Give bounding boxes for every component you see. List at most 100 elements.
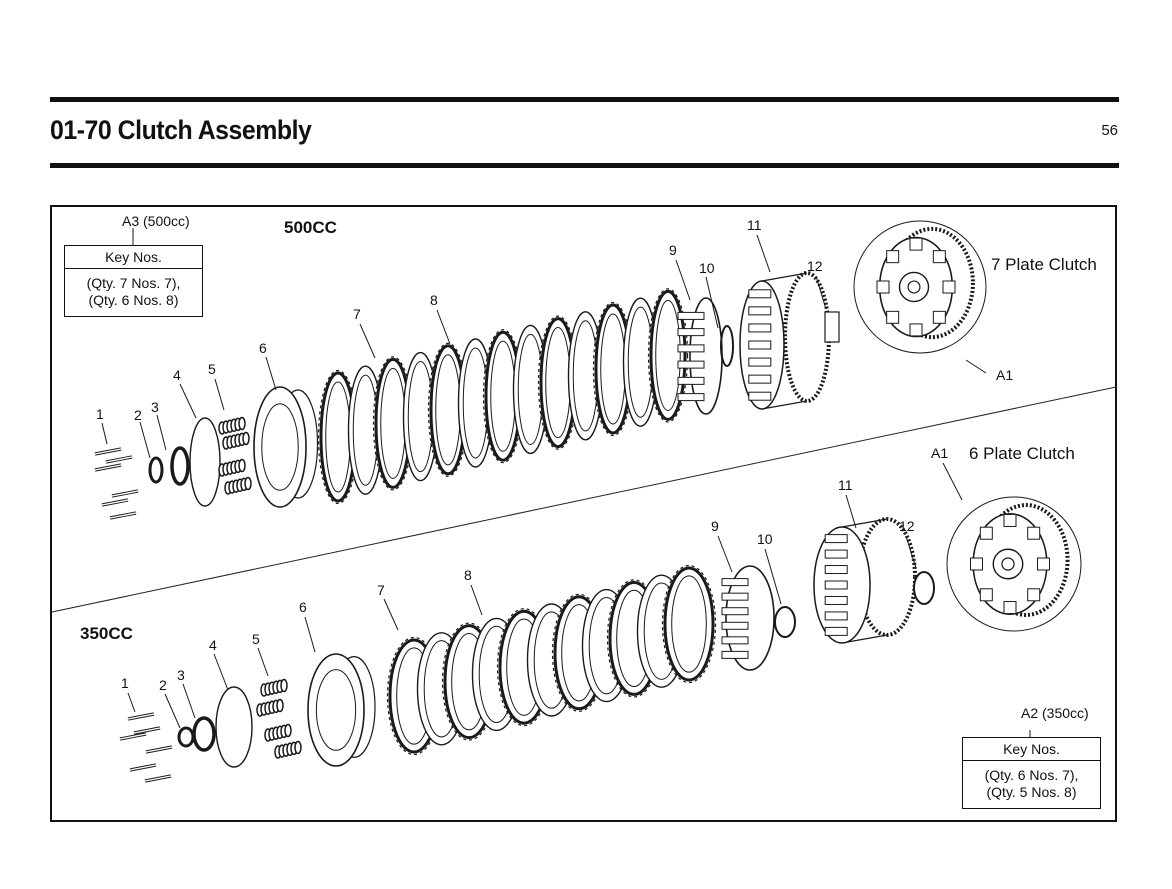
callout-10-bottom: 10 bbox=[757, 531, 773, 547]
clutch-plate-top bbox=[647, 288, 689, 423]
section-label-500cc: 500CC bbox=[284, 218, 337, 237]
callout-11-top: 11 bbox=[747, 217, 762, 233]
callout-4-top: 4 bbox=[173, 367, 181, 383]
page-number: 56 bbox=[1101, 122, 1118, 139]
callout-2-bottom: 2 bbox=[159, 677, 167, 693]
callout-leader bbox=[845, 494, 857, 529]
pressure-plate-top bbox=[253, 386, 319, 508]
callout-leader bbox=[127, 692, 136, 713]
callout-a1-bottom: A1 bbox=[931, 445, 949, 461]
pressure-plate-bot bbox=[307, 653, 376, 767]
section-divider-line bbox=[51, 386, 1117, 613]
callout-leader bbox=[717, 535, 733, 573]
washer-top bbox=[148, 456, 164, 484]
spring-top-4 bbox=[224, 476, 252, 495]
callout-leader bbox=[470, 584, 483, 616]
thrust-washer-bot bbox=[774, 606, 796, 638]
callout-leader bbox=[304, 616, 316, 653]
bush-bot bbox=[913, 571, 935, 605]
key-box-a2-header: Key Nos. bbox=[963, 738, 1100, 761]
callout-leaders bbox=[101, 228, 1031, 737]
callout-leader bbox=[179, 383, 197, 419]
callout-leader bbox=[156, 414, 167, 451]
page-title: 01-70 Clutch Assembly bbox=[50, 115, 312, 145]
callout-3-bottom: 3 bbox=[177, 667, 185, 683]
thrust-washer-top bbox=[720, 325, 734, 367]
label-7-plate-clutch: 7 Plate Clutch bbox=[991, 255, 1097, 274]
key-box-a2-line2: (Qty. 5 Nos. 8) bbox=[986, 784, 1077, 800]
section-label-350cc: 350CC bbox=[80, 624, 133, 643]
callout-8-top: 8 bbox=[430, 292, 438, 308]
lifter-plate-bot bbox=[215, 686, 253, 768]
lifter-plate-top bbox=[189, 417, 221, 507]
key-a2-ref: A2 (350cc) bbox=[1021, 705, 1089, 721]
key-box-a3: Key Nos. (Qty. 7 Nos. 7), (Qty. 6 Nos. 8… bbox=[64, 245, 203, 317]
bottom-exploded-parts bbox=[119, 496, 1082, 783]
callout-6-bottom: 6 bbox=[299, 599, 307, 615]
callout-10-top: 10 bbox=[699, 260, 715, 276]
callout-8-bottom: 8 bbox=[464, 567, 472, 583]
callout-leader bbox=[815, 275, 827, 310]
callout-3-top: 3 bbox=[151, 399, 159, 415]
clutch-basket-top bbox=[739, 271, 831, 410]
callout-1-top: 1 bbox=[96, 406, 104, 422]
spring-top-3 bbox=[218, 458, 246, 477]
callout-12-bottom: 12 bbox=[899, 518, 915, 534]
bearing-bot bbox=[192, 716, 216, 752]
callout-leader bbox=[942, 462, 963, 501]
spring-bot-1 bbox=[260, 678, 288, 697]
clutch-hub-top bbox=[677, 297, 723, 415]
callout-4-bottom: 4 bbox=[209, 637, 217, 653]
callout-leader bbox=[164, 693, 181, 729]
key-box-a2-line1: (Qty. 6 Nos. 7), bbox=[984, 767, 1079, 783]
clutch-basket-bot bbox=[813, 517, 917, 644]
callout-leader bbox=[436, 309, 451, 345]
callout-leader bbox=[101, 422, 108, 445]
callout-7-top: 7 bbox=[353, 306, 361, 322]
key-box-a3-line1: (Qty. 7 Nos. 7), bbox=[86, 275, 181, 291]
callout-leader bbox=[905, 535, 917, 569]
clutch-plate-top bbox=[537, 315, 579, 450]
callout-12-top: 12 bbox=[807, 258, 823, 274]
key-box-a3-header: Key Nos. bbox=[65, 246, 202, 269]
callout-leader bbox=[214, 378, 225, 411]
callout-a1-top: A1 bbox=[996, 367, 1014, 383]
spring-bot-2 bbox=[256, 698, 284, 717]
key-a3-ref: A3 (500cc) bbox=[122, 213, 190, 229]
bush-top bbox=[824, 311, 840, 343]
callout-6-top: 6 bbox=[259, 340, 267, 356]
header-rule-top bbox=[50, 97, 1119, 102]
clutch-hub-bot bbox=[721, 565, 775, 671]
callout-leader bbox=[359, 323, 376, 359]
assembly-bubble-bot bbox=[946, 496, 1082, 632]
callout-5-top: 5 bbox=[208, 361, 216, 377]
callout-leader bbox=[764, 548, 782, 605]
spring-top-2 bbox=[222, 431, 250, 450]
bearing-top bbox=[170, 446, 190, 486]
header-rule-bottom bbox=[50, 163, 1119, 168]
callout-2-top: 2 bbox=[134, 407, 142, 423]
callout-leader bbox=[265, 356, 277, 391]
clutch-plate-top bbox=[592, 301, 634, 437]
callout-leader bbox=[139, 421, 151, 459]
callout-5-bottom: 5 bbox=[252, 631, 260, 647]
spring-top-1 bbox=[218, 416, 246, 435]
clutch-plate-top bbox=[482, 329, 524, 464]
clutch-plate-bot bbox=[661, 564, 717, 684]
diagram-frame bbox=[50, 205, 1117, 822]
callout-9-bottom: 9 bbox=[711, 518, 719, 534]
label-6-plate-clutch: 6 Plate Clutch bbox=[969, 444, 1075, 463]
spring-bot-4 bbox=[274, 740, 302, 759]
washer-bot bbox=[177, 726, 195, 748]
callout-9-top: 9 bbox=[669, 242, 677, 258]
callout-leader bbox=[257, 647, 269, 677]
clutch-plate-top bbox=[512, 324, 549, 455]
callout-7-bottom: 7 bbox=[377, 582, 385, 598]
callout-leader bbox=[383, 598, 399, 631]
callout-leader bbox=[213, 653, 229, 691]
callout-leader bbox=[965, 359, 987, 374]
callout-leader bbox=[182, 683, 196, 719]
callout-11-bottom: 11 bbox=[838, 477, 853, 493]
callout-1-bottom: 1 bbox=[121, 675, 129, 691]
callout-leader bbox=[705, 276, 719, 329]
